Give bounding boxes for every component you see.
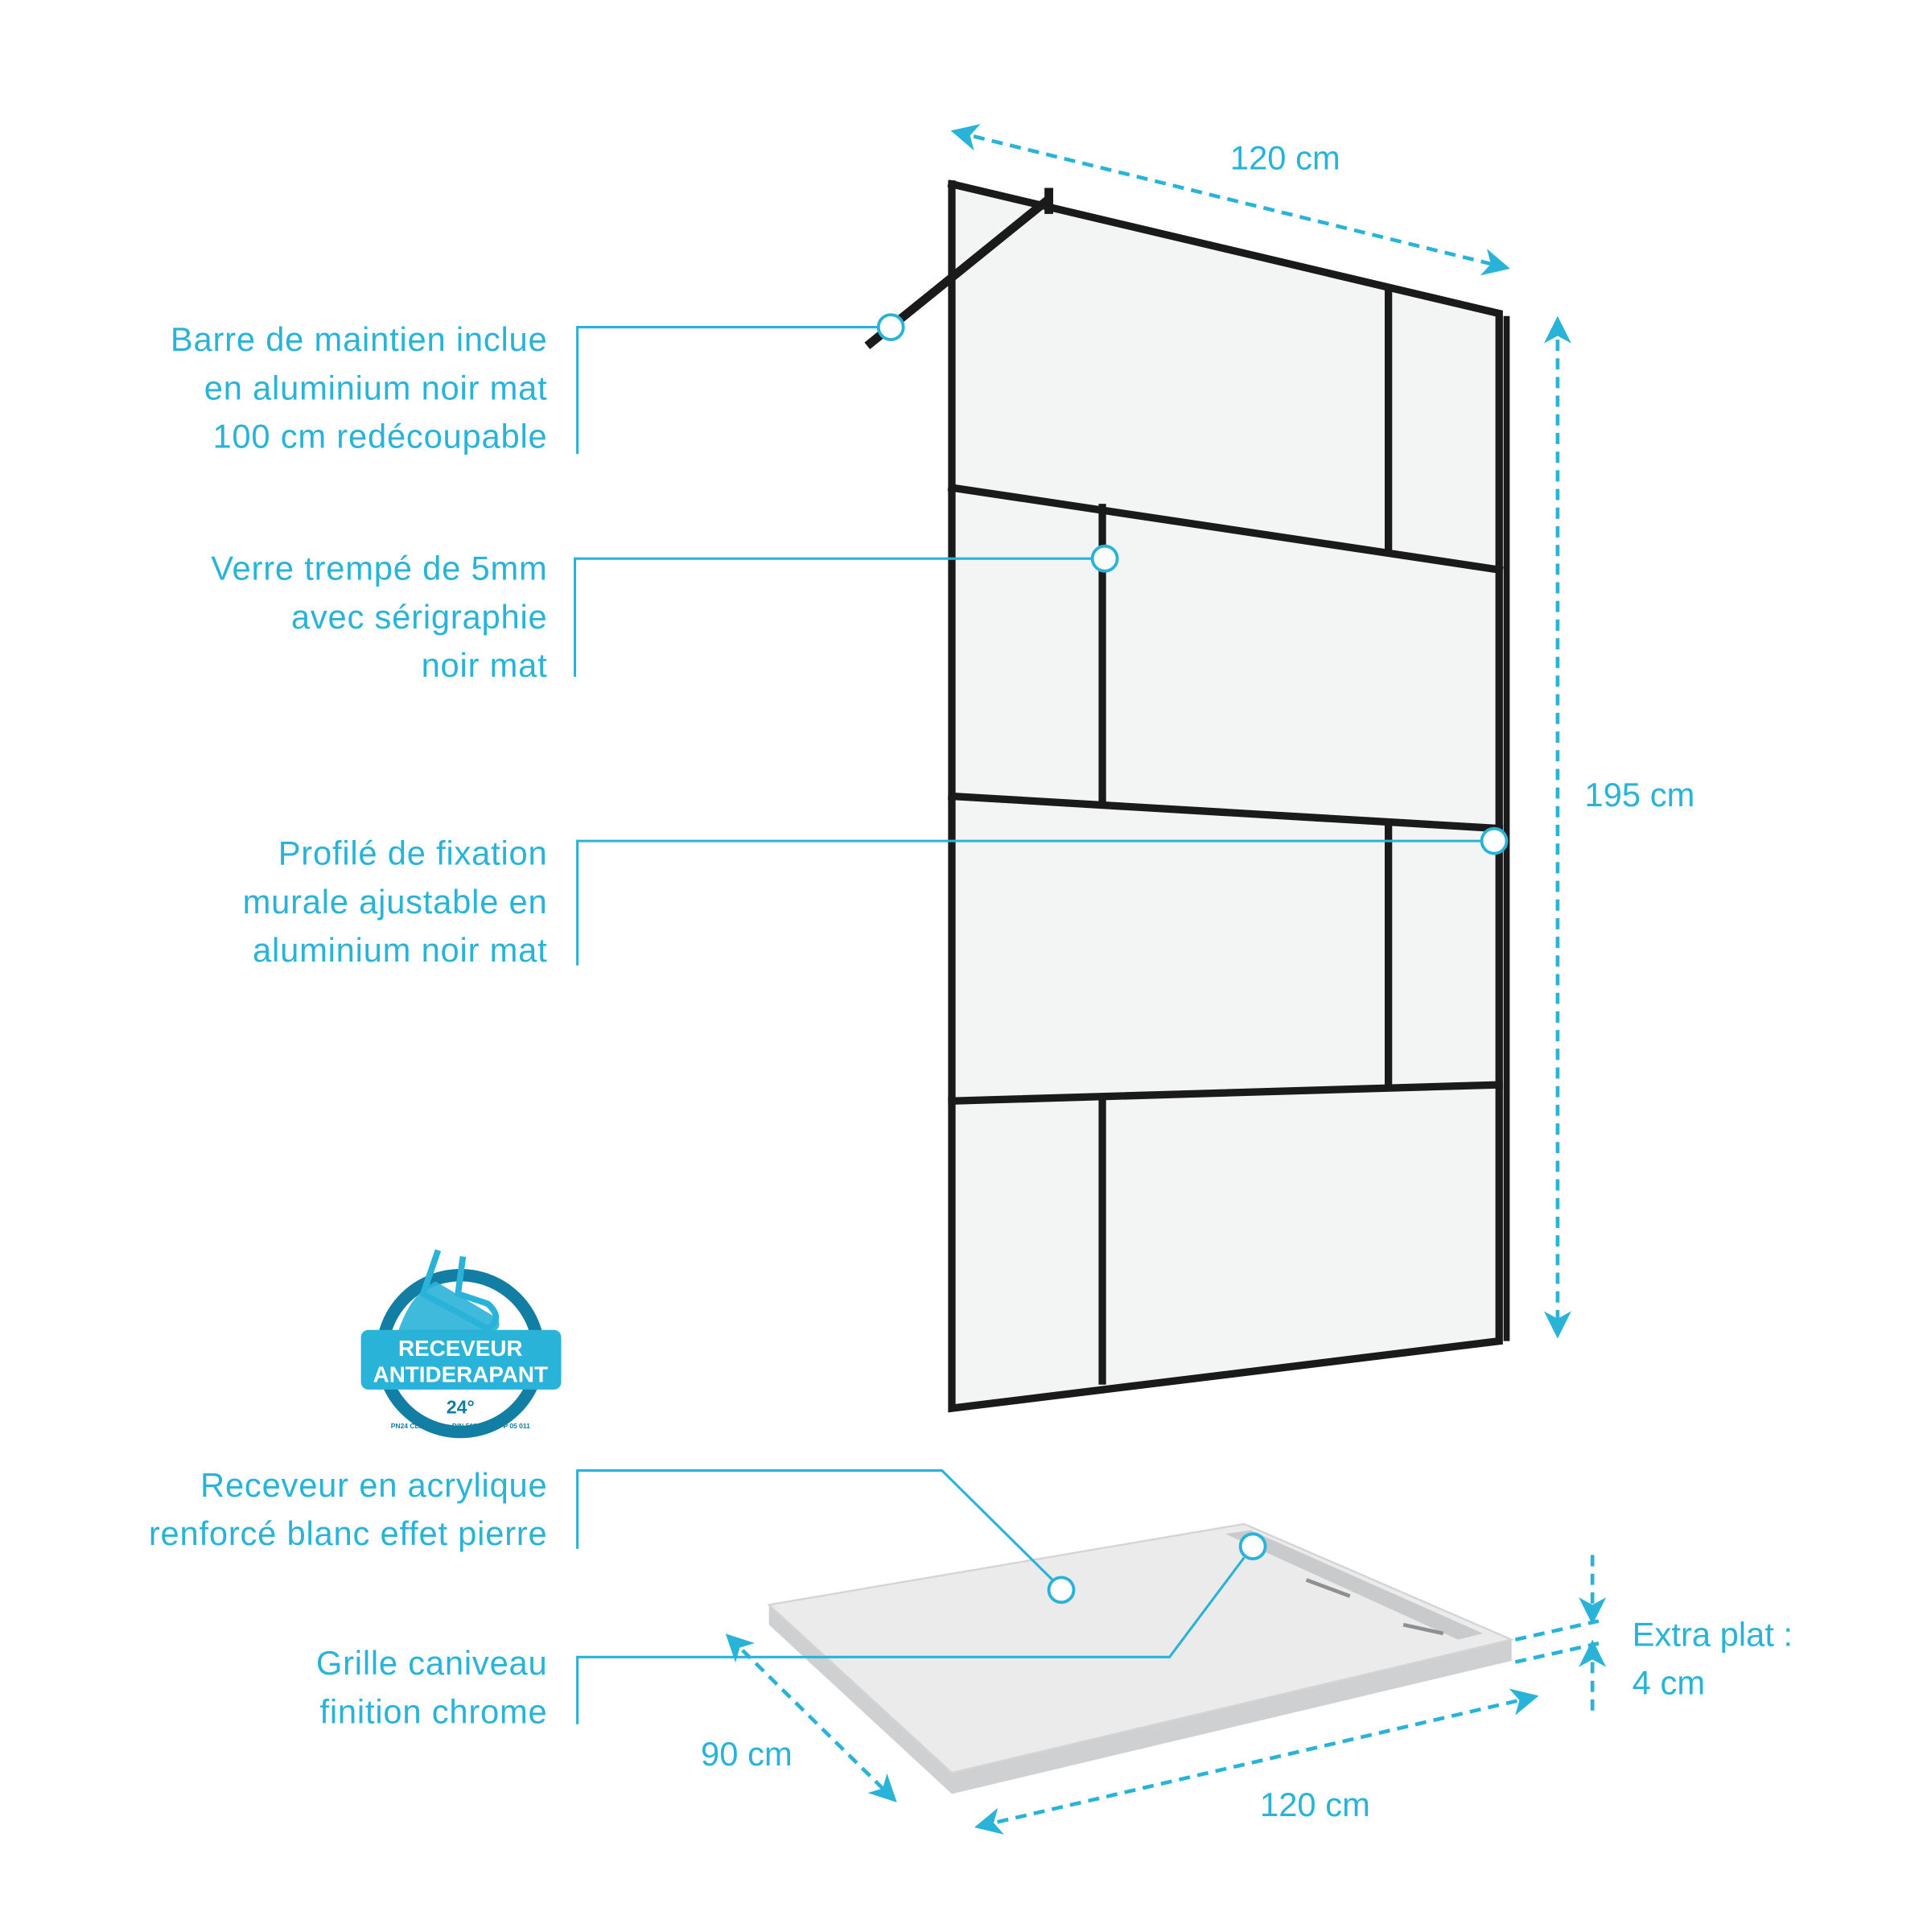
foot-icon (420, 1249, 500, 1333)
callout-dot (1047, 1576, 1076, 1605)
grid-bar (948, 792, 1504, 833)
callout-text: Verre trempé de 5mm (211, 549, 547, 587)
grid-bar (947, 483, 1504, 575)
callout-text: 100 cm redécoupable (212, 418, 547, 455)
badge-line1: RECEVEUR (398, 1336, 523, 1361)
tray-width-label: 120 cm (1260, 1786, 1370, 1823)
drain-grille (1402, 1622, 1444, 1636)
callout-text: en aluminium noir mat (204, 369, 548, 406)
callout-text: finition chrome (320, 1692, 548, 1730)
thickness-value: 4 cm (1632, 1664, 1705, 1702)
dimension-arrows (725, 124, 1607, 1835)
tray-width-arrow (974, 1688, 1539, 1835)
callout-text: Receveur en acrylique (200, 1466, 547, 1504)
thickness-label: Extra plat : (1632, 1615, 1793, 1653)
callout-leaders (573, 313, 1509, 1724)
callout-text: Grille caniveau (316, 1644, 548, 1682)
callout-barre: Barre de maintien inclue en aluminium no… (171, 320, 548, 455)
callout-dot (1090, 544, 1119, 573)
grid-bar (948, 1081, 1504, 1106)
shower-panel (864, 179, 1510, 1413)
callout-dot (1480, 826, 1509, 855)
panel-width-arrow (950, 124, 1510, 276)
callout-text: Barre de maintien inclue (171, 320, 548, 358)
callout-dot (876, 313, 905, 342)
badge-norms: PN24 CLASSE C – DIN 51097 – XP P 05 011 (391, 1422, 530, 1430)
callout-text: Profilé de fixation (278, 834, 548, 871)
badge-angle: 24° (447, 1396, 475, 1417)
tray-depth-arrow (725, 1633, 897, 1802)
panel-width-label: 120 cm (1230, 138, 1340, 176)
callout-grille: Grille caniveau finition chrome (316, 1644, 548, 1730)
callout-text: renforcé blanc effet pierre (149, 1514, 548, 1552)
callout-dot (1238, 1532, 1267, 1561)
drain-channel (1225, 1530, 1484, 1640)
antislip-badge: RECEVEUR ANTIDERAPANT 24° PN24 CLASSE C … (360, 1249, 562, 1439)
callout-text: murale ajustable en (243, 883, 548, 921)
callout-verre: Verre trempé de 5mm avec sérigraphie noi… (211, 549, 547, 684)
tray-depth-label: 90 cm (701, 1735, 793, 1773)
callout-text: noir mat (422, 646, 548, 684)
callout-text: avec sérigraphie (291, 598, 548, 636)
badge-line2: ANTIDERAPANT (373, 1362, 548, 1387)
drain-grille (1305, 1578, 1351, 1598)
callout-receveur: Receveur en acrylique renforcé blanc eff… (149, 1466, 548, 1552)
callout-text: aluminium noir mat (253, 931, 547, 969)
shower-tray (767, 1522, 1515, 1794)
panel-height-label: 195 cm (1585, 776, 1695, 814)
glass (951, 183, 1502, 1409)
callout-profile: Profilé de fixation murale ajustable en … (243, 834, 548, 969)
